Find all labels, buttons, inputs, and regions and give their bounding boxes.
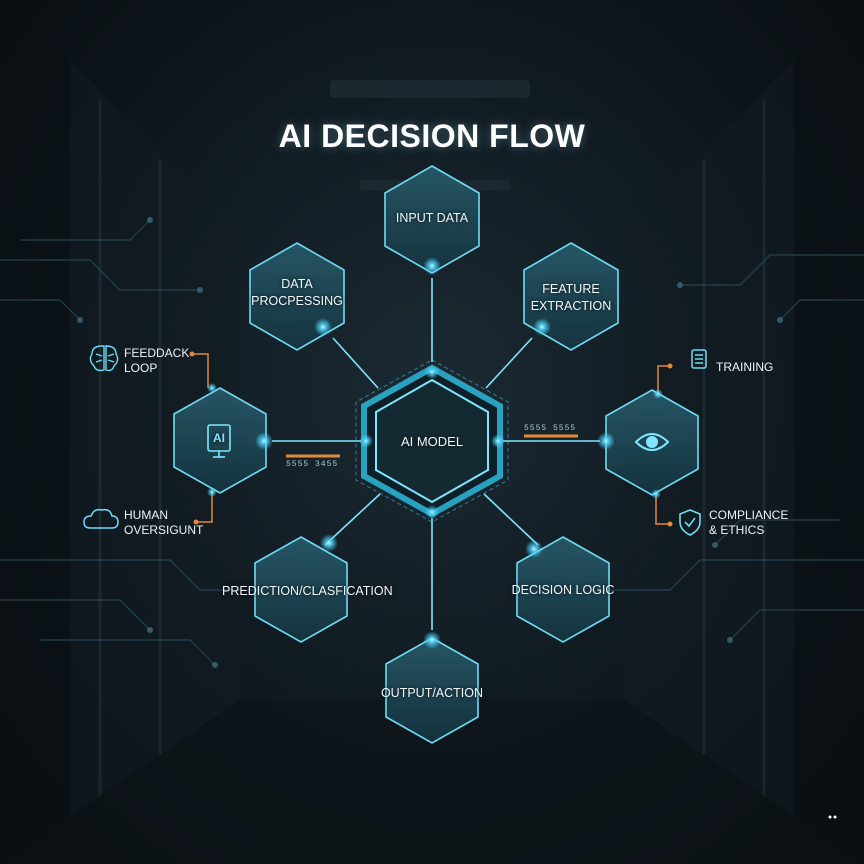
cloud-icon (83, 508, 119, 529)
label-training: TRAINING (716, 360, 774, 374)
label-oversight-line-2: OVERSIGUNT (124, 523, 204, 537)
label-processing: DATA PROCPESSING (247, 276, 347, 310)
label-processing-line-2: PROCPESSING (251, 294, 343, 308)
eye-icon (634, 433, 670, 451)
label-left-icon: AI (213, 431, 225, 445)
circuit-traces (0, 219, 864, 666)
label-oversight-line-1: HUMAN (124, 508, 168, 522)
ai-chip-icon (207, 424, 231, 458)
label-feature-line-2: EXTRACTION (530, 299, 612, 313)
label-prediction: PREDICTION/CLASFICATION (222, 584, 393, 598)
glow-points (207, 257, 663, 649)
label-input: INPUT DATA (395, 211, 469, 225)
page-title: AI DECISION FLOW (278, 118, 586, 154)
label-oversight: HUMAN OVERSIGUNT (124, 508, 203, 538)
node-center[interactable] (355, 359, 509, 523)
label-compliance: COMPLIANCE & ETHICS (709, 508, 788, 538)
document-icon (691, 349, 707, 369)
label-decision: DECISION LOGIC (511, 583, 615, 597)
label-feature-line-1: FEATURE (542, 282, 600, 296)
label-compliance-line-2: & ETHICS (709, 523, 765, 537)
node-output[interactable] (385, 637, 479, 744)
node-left[interactable] (173, 387, 267, 494)
connector-text-right: 5555 5555 (524, 424, 577, 433)
label-processing-line-1: DATA (281, 277, 313, 291)
shield-check-icon (679, 509, 701, 536)
label-feedback-line-2: LOOP (124, 361, 158, 375)
label-feedback-line-1: FEEDDACK (124, 346, 190, 360)
connectors (272, 278, 600, 630)
side-link-dots (189, 351, 673, 527)
brain-icon (89, 345, 119, 372)
label-feature: FEATURE EXTRACTION (521, 281, 621, 315)
connector-processing (332, 337, 379, 389)
label-compliance-line-1: COMPLIANCE (709, 508, 789, 522)
sparkle-icon (828, 815, 837, 819)
connector-feature (485, 337, 533, 389)
connector-decision (483, 493, 539, 546)
side-links (192, 353, 670, 525)
label-center: AI MODEL (400, 434, 464, 449)
orange-accent-bars (286, 434, 578, 458)
label-output: OUTPUT/ACTION (380, 686, 484, 700)
node-prediction[interactable] (254, 536, 348, 643)
label-feedback: FEEDDACK LOOP (124, 346, 189, 376)
node-decision[interactable] (516, 536, 610, 643)
connector-text-left: 5555 3455 (286, 460, 339, 469)
